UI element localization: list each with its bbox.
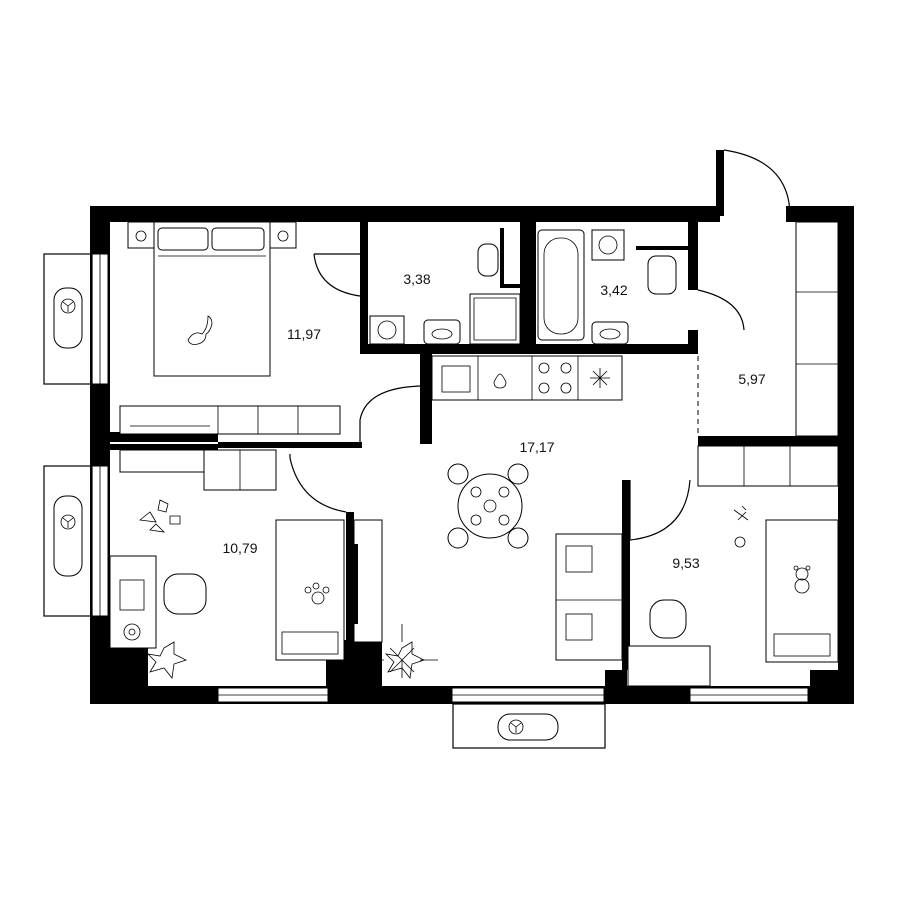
bathroom-1	[369, 243, 521, 345]
cat-icon	[187, 315, 213, 345]
toy-plane-icon	[733, 505, 749, 548]
kitchen	[431, 355, 623, 401]
bedroom-3	[627, 445, 839, 687]
bedroom-1	[119, 221, 341, 435]
area-label: 17,17	[519, 439, 554, 455]
balconies	[43, 253, 606, 749]
tv-stand	[353, 519, 383, 643]
fan-icon	[497, 713, 559, 741]
sofa	[555, 533, 623, 661]
lamp-icon	[123, 623, 141, 641]
fan-icon	[53, 495, 83, 577]
dog-paw-icon	[304, 582, 330, 605]
area-label: 11,97	[287, 326, 321, 342]
plant-icon	[146, 641, 188, 679]
fan-icon	[53, 287, 83, 349]
area-label: 5,97	[738, 371, 765, 387]
plant-icon	[366, 624, 438, 679]
area-label: 10,79	[222, 540, 257, 556]
entrance-door	[716, 149, 792, 222]
doors	[289, 253, 745, 541]
hallway	[795, 221, 839, 437]
dining-set	[447, 463, 529, 549]
interior-walls	[106, 222, 838, 670]
windows	[91, 253, 809, 703]
teddy-bear-icon	[793, 565, 811, 594]
bedroom-2	[109, 449, 345, 661]
toys-icon	[139, 499, 181, 533]
area-label: 9,53	[672, 555, 699, 571]
area-label: 3,38	[403, 271, 430, 287]
bathroom-2	[537, 229, 677, 345]
area-label: 3,42	[600, 282, 627, 298]
